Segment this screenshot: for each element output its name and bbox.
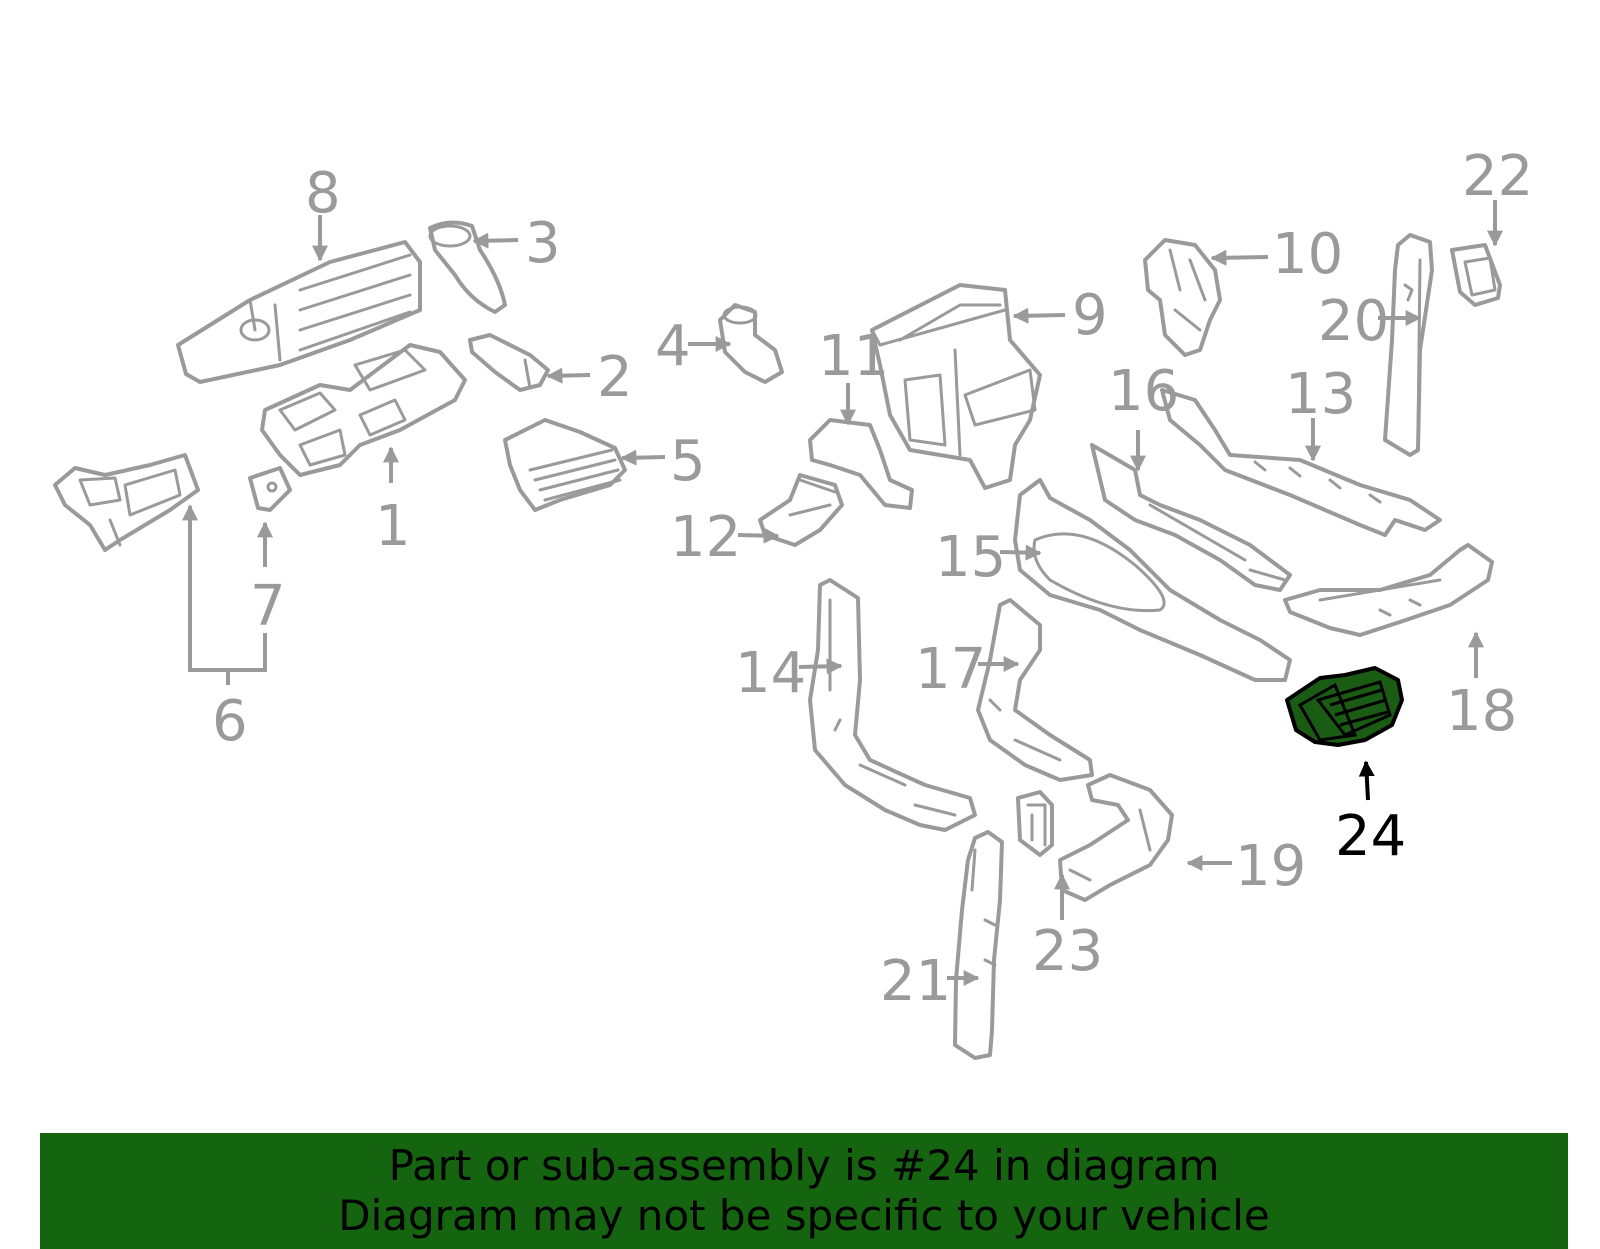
part-4-vent-duct: [718, 303, 784, 384]
part-18-duct: [1283, 543, 1494, 637]
banner-line-part-reference: Part or sub-assembly is #24 in diagram: [388, 1141, 1220, 1190]
part-15-floor-duct: [1013, 478, 1292, 682]
part-21-duct: [953, 830, 1004, 1060]
callout-6: 6: [212, 689, 248, 754]
callout-5: 5: [670, 429, 706, 494]
part-16-duct: [1090, 443, 1292, 592]
part-22-vent: [1450, 243, 1502, 307]
part-19-duct: [1058, 773, 1174, 902]
callout-1: 1: [375, 494, 411, 559]
part-14-duct: [808, 578, 977, 832]
callout-14: 14: [735, 641, 806, 706]
callout-22: 22: [1462, 144, 1533, 209]
callout-16: 16: [1108, 359, 1179, 424]
part-20-duct: [1383, 233, 1434, 457]
callout-3: 3: [525, 211, 561, 276]
banner-line-disclaimer: Diagram may not be specific to your vehi…: [338, 1191, 1270, 1240]
callout-4: 4: [655, 314, 691, 379]
callout-labels: 8 3 2 1 4 5 7 6 9 10 11 12 22 20 13 16 1…: [212, 144, 1533, 1014]
part-17-duct: [976, 598, 1094, 782]
callout-9: 9: [1072, 283, 1108, 348]
part-5-vent-assembly: [503, 418, 627, 512]
part-13-duct: [1160, 388, 1442, 537]
part-8-center-vent-panel: [176, 240, 422, 384]
callout-18: 18: [1446, 679, 1517, 744]
callout-17: 17: [915, 637, 986, 702]
part-6-side-vent: [53, 453, 200, 552]
part-7-clip: [248, 466, 292, 512]
callout-7: 7: [250, 574, 286, 639]
callout-19: 19: [1235, 834, 1306, 899]
part-3-vent-duct: [428, 220, 507, 314]
part-11-duct: [808, 418, 914, 510]
callout-13: 13: [1285, 362, 1356, 427]
part-24-highlighted-vent: [1285, 666, 1404, 747]
part-2-vent-duct: [468, 333, 550, 392]
callout-12: 12: [670, 505, 741, 570]
part-23-vent: [1016, 790, 1054, 857]
callout-20: 20: [1318, 289, 1389, 354]
leader-lines: [182, 200, 1503, 986]
callout-2: 2: [597, 345, 633, 410]
part-1-lower-vent-assembly: [260, 343, 467, 477]
callout-24: 24: [1335, 804, 1406, 869]
part-10-duct: [1143, 238, 1222, 357]
callout-8: 8: [305, 161, 341, 226]
callout-23: 23: [1032, 919, 1103, 984]
part-9-heater-housing: [870, 283, 1042, 490]
info-banner: Part or sub-assembly is #24 in diagram D…: [40, 1133, 1568, 1249]
callout-10: 10: [1272, 222, 1343, 287]
callout-11: 11: [818, 324, 889, 389]
callout-15: 15: [935, 525, 1006, 590]
callout-21: 21: [880, 949, 951, 1014]
